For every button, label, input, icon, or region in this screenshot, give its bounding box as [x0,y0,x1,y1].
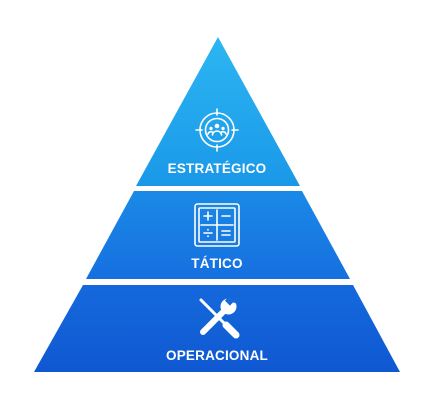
tier-strategic-shape [136,37,300,186]
calculator-icon [194,203,240,247]
tier-operational: OPERACIONAL [34,285,400,372]
tier-tactical-shape [86,191,350,279]
tier-operational-shape [34,285,400,372]
tier-tactical-label: TÁTICO [191,256,242,271]
tier-operational-label: OPERACIONAL [166,348,268,363]
tier-tactical: TÁTICO [86,191,350,279]
team-target-icon [195,108,239,152]
tools-icon [199,296,240,339]
tier-strategic: ESTRATÉGICO [136,37,300,186]
tier-strategic-label: ESTRATÉGICO [168,161,267,176]
